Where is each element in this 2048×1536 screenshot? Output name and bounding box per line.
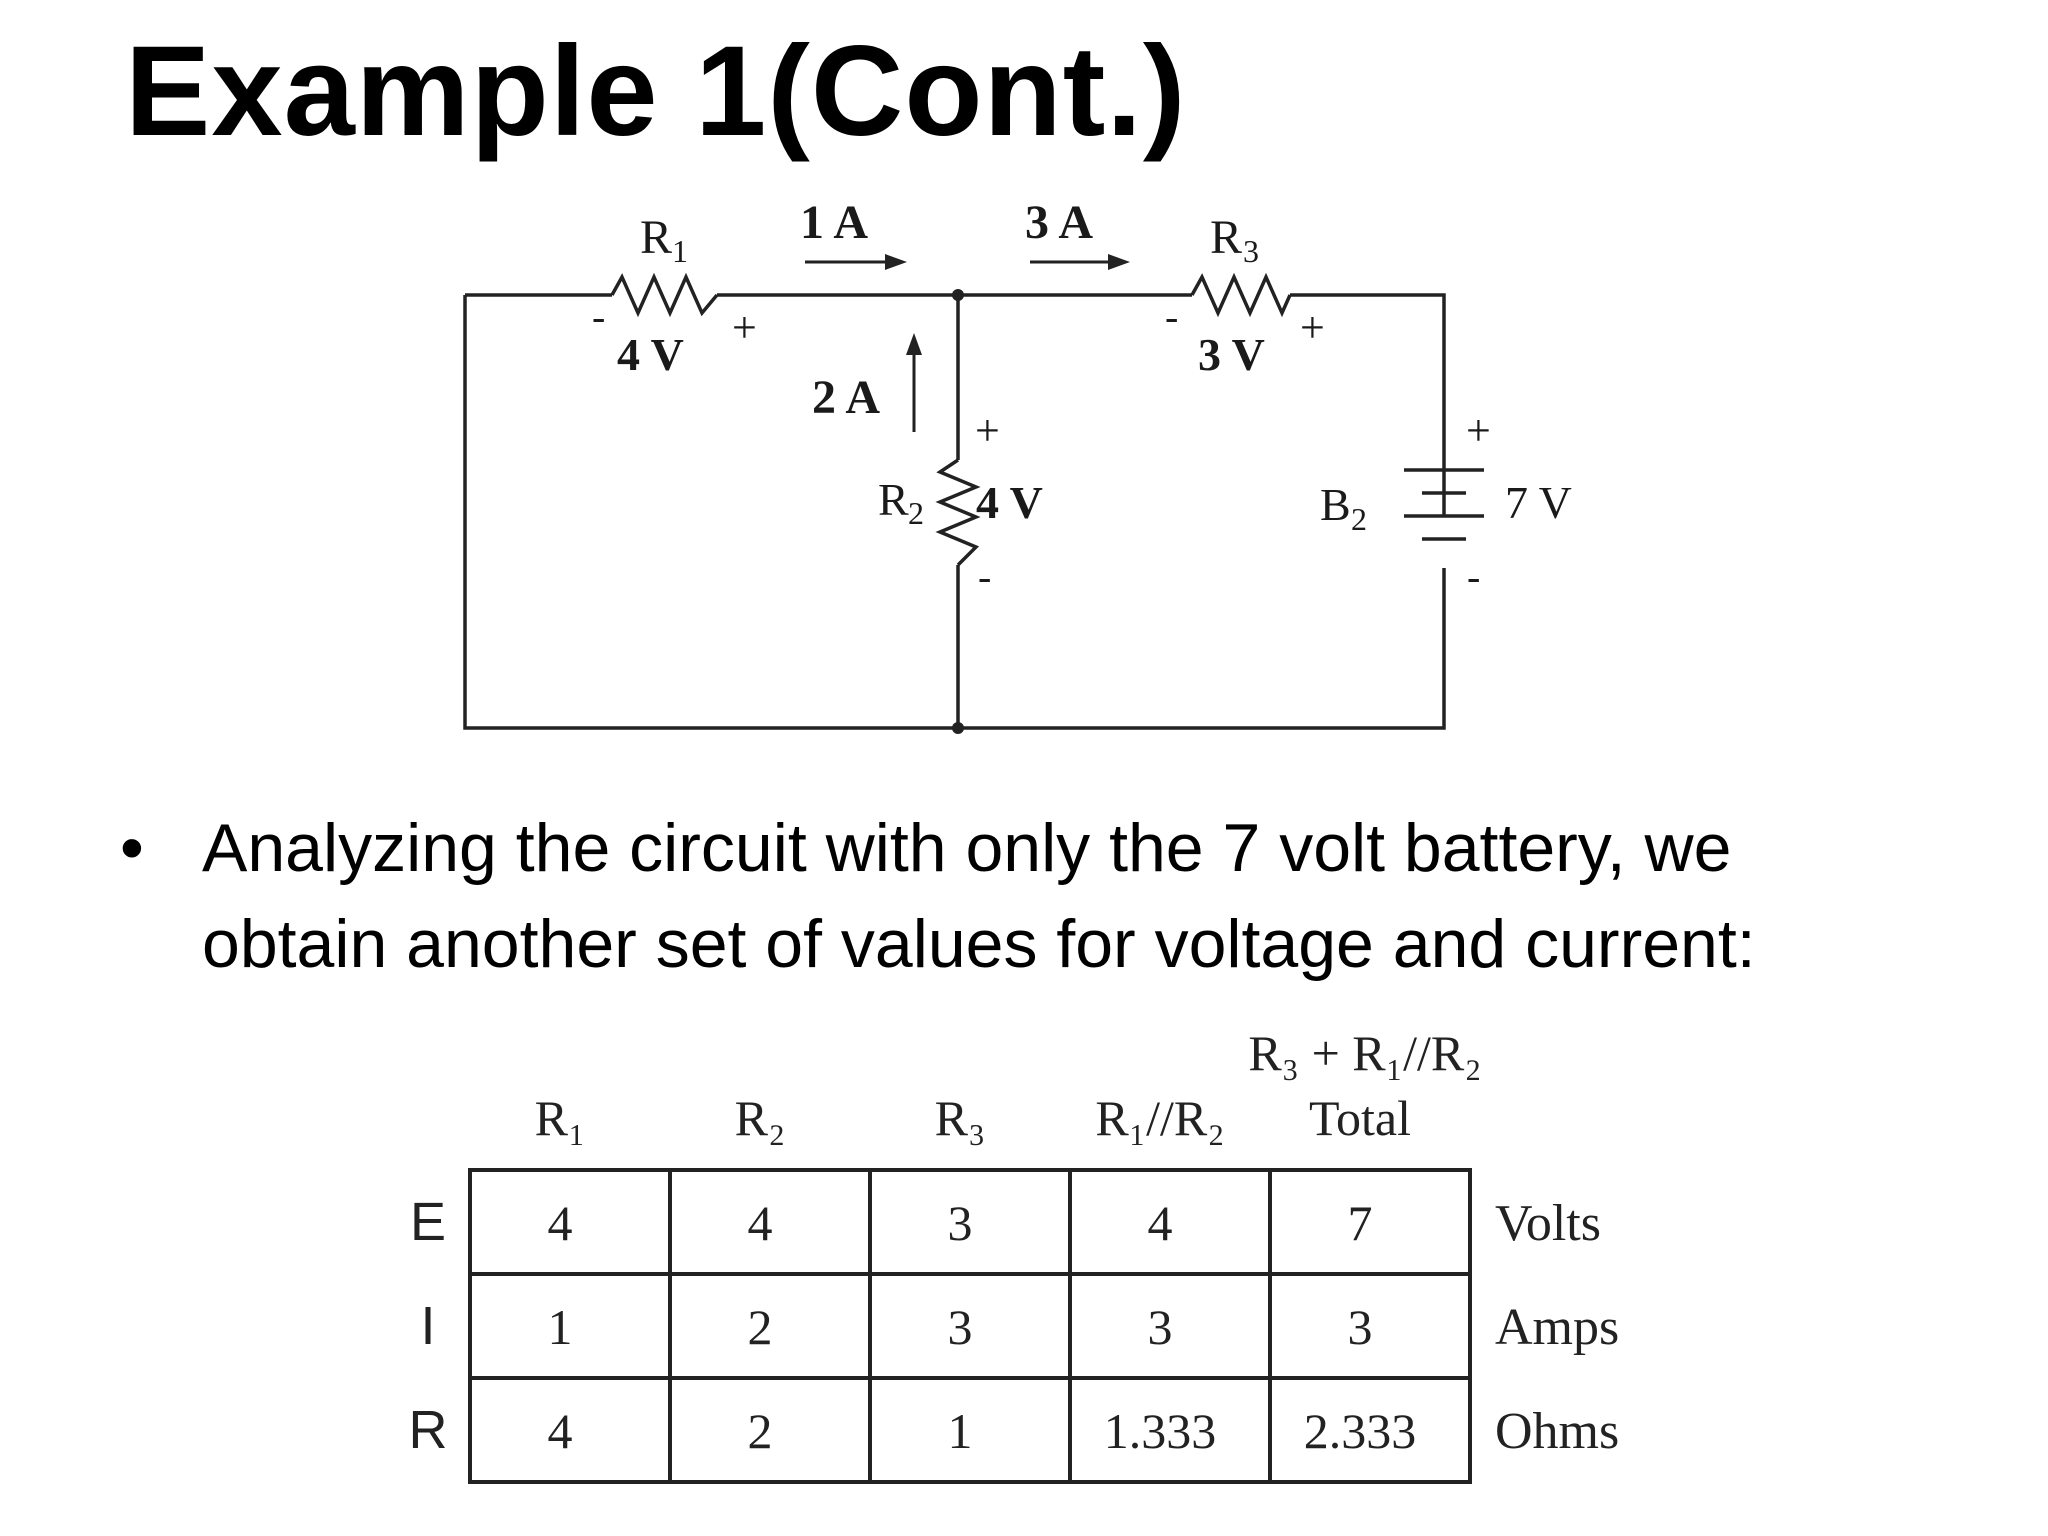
- table-cell: 1: [948, 1403, 973, 1459]
- bullet-point: • Analyzing the circuit with only the 7 …: [120, 800, 1980, 992]
- resistor-r2: [935, 458, 981, 567]
- table-cell: 1.333: [1104, 1403, 1217, 1459]
- current-arrow-3a: [1030, 254, 1130, 270]
- battery-b2: [1404, 468, 1484, 541]
- table-column-header: R₃: [935, 1090, 986, 1146]
- current-arrow-2a: [906, 333, 922, 432]
- bullet-line-1: Analyzing the circuit with only the 7 vo…: [202, 810, 1732, 886]
- r1-plus: +: [732, 303, 757, 352]
- table-cell: 4: [1148, 1195, 1173, 1251]
- table-column-header: R₁: [535, 1090, 586, 1146]
- current-label-1a: 1 A: [800, 196, 868, 249]
- r2-voltage: 4 V: [976, 477, 1043, 528]
- battery-label: B: [1320, 479, 1351, 530]
- r2-label: R: [878, 474, 909, 525]
- table-column-header: Total: [1309, 1090, 1411, 1146]
- resistor-r3: [1190, 272, 1292, 318]
- battery-plus: +: [1466, 406, 1491, 455]
- r3-minus: -: [1165, 294, 1178, 339]
- current-arrow-1a: [805, 254, 907, 270]
- table-cell: 3: [948, 1299, 973, 1355]
- r2-subscript: 2: [908, 495, 924, 531]
- table-cell: 2: [748, 1403, 773, 1459]
- table-cell: 2.333: [1304, 1403, 1417, 1459]
- table-top-header: R₃ + R₁//R₂: [1248, 1025, 1481, 1081]
- table-column-header: R₂: [735, 1090, 786, 1146]
- r1-label: R: [640, 211, 672, 264]
- table-cell: 3: [1348, 1299, 1373, 1355]
- bullet-line-2: obtain another set of values for voltage…: [202, 906, 1756, 982]
- table-cell: 4: [548, 1195, 573, 1251]
- r3-subscript: 3: [1243, 233, 1259, 269]
- battery-voltage: 7 V: [1505, 477, 1572, 528]
- table-cell: 4: [548, 1403, 573, 1459]
- table-unit-label: Volts: [1495, 1195, 1601, 1252]
- table-cell: 3: [948, 1195, 973, 1251]
- table-cells: 4 4 3 4 7 1 2 3 3 3 4 2 1 1.333 2.333: [548, 1195, 1417, 1459]
- r2-minus: -: [978, 554, 991, 599]
- r3-voltage: 3 V: [1198, 329, 1265, 380]
- current-label-3a: 3 A: [1025, 196, 1093, 249]
- table-cell: 2: [748, 1299, 773, 1355]
- r2-plus: +: [975, 406, 1000, 455]
- table-row-labels: EIR: [409, 1192, 448, 1460]
- current-label-2a: 2 A: [812, 371, 880, 424]
- table-column-header: R₁//R₂: [1095, 1090, 1224, 1146]
- table-row-label: I: [420, 1296, 435, 1356]
- battery-subscript: 2: [1351, 501, 1367, 537]
- table-row-label: E: [410, 1192, 446, 1252]
- table-cell: 7: [1348, 1195, 1373, 1251]
- junction-node-bottom: [952, 722, 964, 734]
- slide-title: Example 1(Cont.): [125, 20, 1187, 163]
- junction-node-top: [952, 289, 964, 301]
- table-column-headers: R₁ R₂ R₃ R₁//R₂ Total: [535, 1090, 1411, 1146]
- table-cell: 4: [748, 1195, 773, 1251]
- table-cell: 3: [1148, 1299, 1173, 1355]
- bullet-icon: •: [120, 810, 144, 886]
- table-cell: 1: [548, 1299, 573, 1355]
- table-unit-label: Ohms: [1495, 1403, 1619, 1460]
- r1-voltage: 4 V: [617, 329, 684, 380]
- resistor-r1: [610, 272, 719, 318]
- table-grid: [468, 1168, 1472, 1484]
- r1-subscript: 1: [672, 233, 688, 269]
- table-unit-label: Amps: [1495, 1299, 1619, 1356]
- r3-label: R: [1210, 211, 1242, 264]
- table-border: [468, 1168, 1472, 1484]
- table-row-label: R: [409, 1400, 448, 1460]
- battery-minus: -: [1467, 554, 1480, 599]
- r1-minus: -: [592, 294, 605, 339]
- r3-plus: +: [1300, 303, 1325, 352]
- bullet-text: Analyzing the circuit with only the 7 vo…: [202, 800, 1980, 992]
